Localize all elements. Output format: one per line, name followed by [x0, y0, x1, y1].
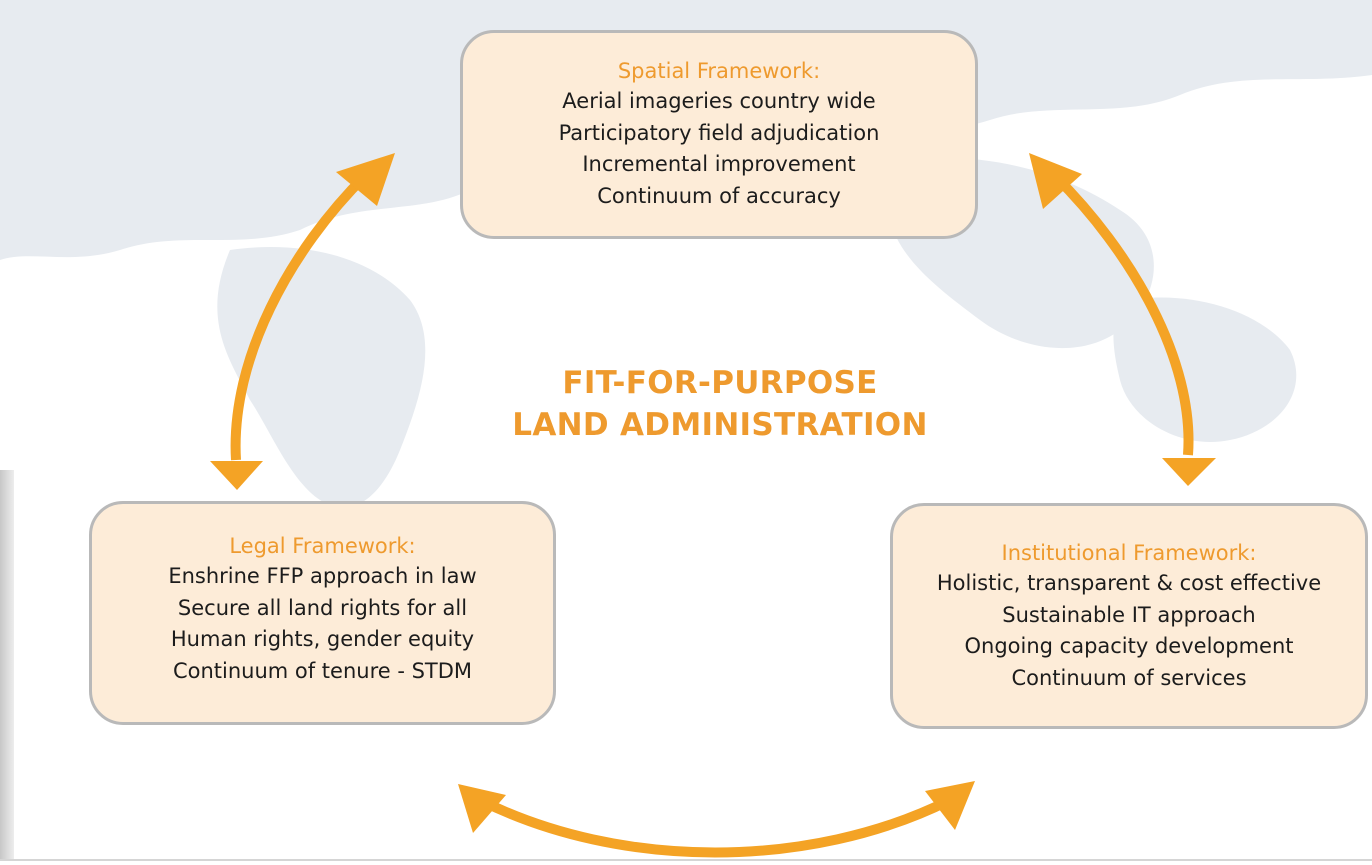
institutional-framework-item: Sustainable IT approach — [1002, 602, 1256, 627]
institutional-framework-item: Holistic, transparent & cost effective — [936, 571, 1322, 595]
spatial-framework-heading: Spatial Framework: — [617, 59, 821, 83]
center-title-line-2: LAND ADMINISTRATION — [512, 407, 928, 443]
arrow-spatial-legal — [230, 171, 370, 461]
bottom-divider — [0, 859, 1372, 861]
legal-framework-item: Secure all land rights for all — [177, 595, 468, 620]
spatial-framework-item: Participatory field adjudication — [558, 120, 880, 145]
center-title: FIT-FOR-PURPOSE LAND ADMINISTRATION — [470, 362, 970, 446]
arrowhead-bottom-left-arc — [458, 784, 506, 833]
spatial-framework-box: Spatial Framework: Aerial imageries coun… — [460, 30, 978, 239]
institutional-framework-box: Institutional Framework: Holistic, trans… — [890, 503, 1368, 729]
arrow-spatial-institutional — [1051, 172, 1194, 456]
arrowhead-bottom-right-arc — [925, 781, 975, 830]
arrowhead-top-left — [336, 153, 395, 206]
institutional-framework-item: Ongoing capacity development — [964, 634, 1294, 658]
legal-framework-box: Legal Framework: Enshrine FFP approach i… — [89, 501, 556, 725]
institutional-framework-heading: Institutional Framework: — [1001, 541, 1257, 565]
legal-framework-item: Continuum of tenure - STDM — [172, 658, 473, 683]
arrowhead-top-right — [1029, 153, 1082, 209]
legal-framework-heading: Legal Framework: — [229, 534, 416, 558]
spatial-framework-item: Continuum of accuracy — [597, 183, 841, 208]
arrowhead-right — [1162, 458, 1216, 486]
left-edge-photo-strip — [0, 470, 14, 860]
spatial-framework-item: Incremental improvement — [582, 152, 856, 176]
legal-framework-item: Enshrine FFP approach in law — [168, 564, 477, 588]
spatial-framework-item: Aerial imageries country wide — [562, 89, 876, 113]
institutional-framework-item: Continuum of services — [1011, 665, 1247, 690]
center-title-line-1: FIT-FOR-PURPOSE — [562, 365, 878, 401]
arrowhead-bottom-left — [210, 461, 263, 490]
arrow-legal-institutional — [477, 795, 953, 858]
map-landmass-left-edge — [0, 60, 62, 230]
legal-framework-item: Human rights, gender equity — [170, 627, 475, 651]
